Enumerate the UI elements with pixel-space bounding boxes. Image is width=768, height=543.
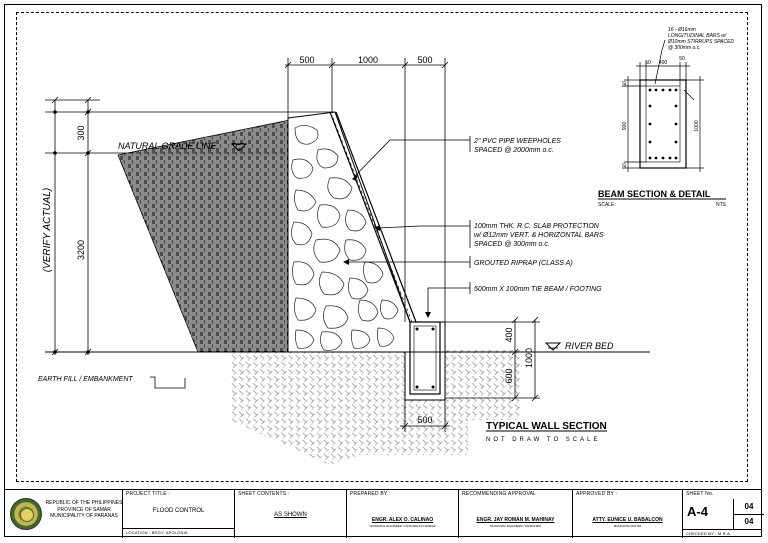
beam-scale-label: SCALE: xyxy=(598,202,616,208)
approved-role: MUNICIPAL MAYOR xyxy=(613,524,642,528)
agency-line3: MUNICIPALITY OF PARANAS xyxy=(50,513,118,519)
sheet-contents: AS SHOWN xyxy=(274,512,307,518)
tie-beam xyxy=(409,321,441,395)
earth-fill-label: EARTH FILL / EMBANKMENT xyxy=(38,376,133,383)
recommending-role: MUNICIPAL ENGINEER / DESIGNER xyxy=(490,524,541,528)
beam-section-detail: 50 400 50 50 900 50 1000 16 - Ø16mm LONG… xyxy=(622,27,734,172)
beam-dim-right-1000: 1000 xyxy=(694,120,700,131)
approved-by-cell: APPROVED BY : ATTY. EUNICE U. BABALCON M… xyxy=(572,490,682,538)
sheet-no-head: SHEET No. xyxy=(686,491,714,497)
municipal-seal-icon xyxy=(10,498,42,530)
checked-by: CHECKED BY : M.R.A. xyxy=(686,531,732,536)
beam-note-line4: @ 300mm o.c. xyxy=(668,45,701,51)
sheet-contents-head: SHEET CONTENTS : xyxy=(238,491,290,497)
recommending-name: ENGR. JAY ROMAN M. MAHINAY xyxy=(476,517,555,523)
riprap-stones xyxy=(291,125,399,351)
riprap-callout: GROUTED RIPRAP (CLASS A) xyxy=(474,260,573,267)
recommending-cell: RECOMMENDING APPROVAL ENGR. JAY ROMAN M.… xyxy=(458,490,572,538)
dim-600: 600 xyxy=(504,368,514,383)
beam-dim-left-900: 900 xyxy=(622,122,628,131)
beam-note-line2: LONGITUDINAL BARS w/ xyxy=(668,33,727,39)
sheet-number: 04 xyxy=(733,499,764,515)
agency-line1: REPUBLIC OF THE PHILIPPINES xyxy=(45,500,123,506)
dim-300: 300 xyxy=(76,125,86,140)
agency-cell: REPUBLIC OF THE PHILIPPINES PROVINCE OF … xyxy=(4,490,122,538)
title-block: REPUBLIC OF THE PHILIPPINES PROVINCE OF … xyxy=(4,489,764,538)
prepared-role: MUNICIPAL ENGINEER / OFFICER-IN-CHARGE xyxy=(369,524,436,528)
beam-note-line1: 16 - Ø16mm xyxy=(668,27,696,33)
beam-note-line3: Ø10mm STIRRUPS SPACED xyxy=(667,39,734,45)
prepared-by-cell: PREPARED BY : ENGR. ALEX O. CALINAO MUNI… xyxy=(346,490,458,538)
project-title: FLOOD CONTROL xyxy=(152,508,205,514)
agency-name: REPUBLIC OF THE PHILIPPINES PROVINCE OF … xyxy=(44,500,124,520)
dim-1000: 1000 xyxy=(358,55,378,65)
beam-dim-top-50b: 50 xyxy=(679,56,685,62)
dim-500-right: 500 xyxy=(417,55,432,65)
beam-dim-left-50b: 50 xyxy=(622,163,628,169)
agency-line2: PROVINCE OF SAMAR xyxy=(57,506,111,513)
recommending-head: RECOMMENDING APPROVAL xyxy=(462,491,537,497)
beam-dim-top-400: 400 xyxy=(659,60,668,66)
slab-callout-line1: 100mm THK. R.C. SLAB PROTECTION xyxy=(474,223,600,230)
dim-500-left: 500 xyxy=(299,55,314,65)
prepared-name: ENGR. ALEX O. CALINAO xyxy=(371,517,434,523)
dim-3200: 3200 xyxy=(76,240,86,260)
river-bed-fill xyxy=(230,350,520,465)
wall-section-title: TYPICAL WALL SECTION xyxy=(486,421,607,432)
approved-name: ATTY. EUNICE U. BABALCON xyxy=(592,517,663,523)
beam-dim-left-50a: 50 xyxy=(622,81,628,87)
sheet-number-cell: SHEET No. A-4 04 04 CHECKED BY : M.R.A. xyxy=(682,490,764,538)
weepholes-callout-line2: SPACED @ 2000mm o.c. xyxy=(474,147,554,154)
weepholes-callout-line1: 2" PVC PIPE WEEPHOLES xyxy=(473,138,561,145)
project-location: LOCATION : BRGY. APOLONIA xyxy=(126,530,188,535)
project-title-cell: PROJECT TITLE : FLOOD CONTROL LOCATION :… xyxy=(122,490,234,538)
dim-500-bottom: 500 xyxy=(417,415,432,425)
sheet-contents-cell: SHEET CONTENTS : AS SHOWN xyxy=(234,490,346,538)
tie-beam-callout: 500mm X 100mm TIE BEAM / FOOTING xyxy=(474,286,602,293)
slab-callout-line3: SPACED @ 300mm o.c. xyxy=(474,241,550,248)
natural-grade-line-label: NATURAL GRADE LINE xyxy=(118,141,217,151)
slab-callout-line2: w/ Ø12mm VERT. & HORIZONTAL BARS xyxy=(474,232,604,239)
verify-actual-label: (VERIFY ACTUAL) xyxy=(42,188,53,272)
outer-border xyxy=(4,4,762,537)
beam-dim-top-50a: 50 xyxy=(645,60,651,66)
dim-1000-vertical: 1000 xyxy=(524,348,534,368)
wall-section-subtitle: NOT DRAW TO SCALE xyxy=(486,437,600,443)
approved-head: APPROVED BY : xyxy=(576,491,618,497)
beam-section-title: BEAM SECTION & DETAIL xyxy=(598,189,711,199)
dim-400: 400 xyxy=(504,327,514,342)
beam-scale-value: NTS xyxy=(716,202,727,208)
sheet-id: A-4 xyxy=(687,504,708,519)
earth-fill xyxy=(117,119,291,353)
sheet-total: 04 xyxy=(733,514,764,529)
prepared-head: PREPARED BY : xyxy=(350,491,391,497)
project-title-head: PROJECT TITLE : xyxy=(126,491,170,497)
river-bed-label: RIVER BED xyxy=(565,341,614,351)
drawing-border xyxy=(16,12,748,482)
